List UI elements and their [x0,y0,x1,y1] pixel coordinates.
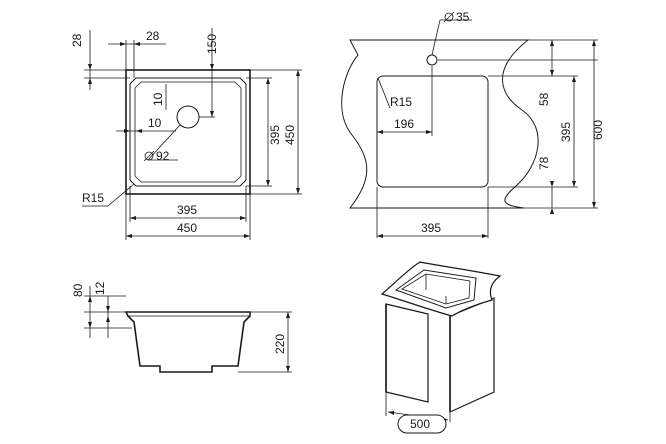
dim-flange-thickness-label: 12 [93,281,107,295]
cutout-rectangle [376,75,489,188]
dim-drain-offset-h-label: 10 [148,116,162,130]
sink-bowl-outline [129,77,247,187]
cabinet-sink-cutout [394,269,477,309]
dim-drain-offset-v-label: 10 [151,92,165,106]
cabinet-sink-cutout-inner [401,273,471,305]
dim-flange-top-label: 28 [146,29,160,43]
dim-corner-radius-label: R15 [82,191,104,205]
dim-cabinet-depth-label: 600 [591,120,605,140]
dim-tap-offset-label: 196 [394,117,414,131]
cabinet-right-panel [449,297,495,413]
dim-total-height-label: 80 [71,283,85,297]
dim-bottom-margin-label: 78 [537,156,551,170]
diameter-symbol-icon [144,151,154,161]
dim-cutout-height-label: 395 [559,122,573,142]
top-view: 28 28 150 10 10 92 R15 395 [70,28,302,240]
sink-bowl-inner-outline [134,81,242,183]
dim-drain-from-top-label: 150 [205,34,219,54]
cabinet-left-panel [385,303,429,403]
drain-hole [176,105,200,129]
cabinet-countertop [380,261,502,317]
sink-side-profile [124,311,251,373]
dim-flange-left-label: 28 [70,33,84,47]
side-view: 80 12 220 [71,281,292,373]
cabinet-view: 500 [380,261,502,434]
dim-outer-width-label: 450 [177,221,197,235]
cabinet-width-badge [397,414,447,434]
dim-cutout-width-label: 395 [421,221,441,235]
countertop-outline [341,39,539,209]
dim-bowl-depth-label: 220 [273,334,287,354]
dim-top-margin-label: 58 [537,92,551,106]
diameter-symbol-icon-2 [444,12,454,22]
dim-inner-height-label: 395 [268,125,282,145]
dim-cutout-radius-label: R15 [390,95,412,109]
cutout-view: 35 R15 196 58 78 395 600 [341,10,605,238]
dim-tap-hole-label: 35 [456,10,470,24]
dim-cabinet-width-label: 500 [410,417,430,431]
tap-hole [426,54,438,66]
dim-drain-diameter-label: 92 [156,149,170,163]
dim-inner-width-label: 395 [177,203,197,217]
sink-outer-outline [125,69,251,195]
dim-outer-height-label: 450 [283,125,297,145]
